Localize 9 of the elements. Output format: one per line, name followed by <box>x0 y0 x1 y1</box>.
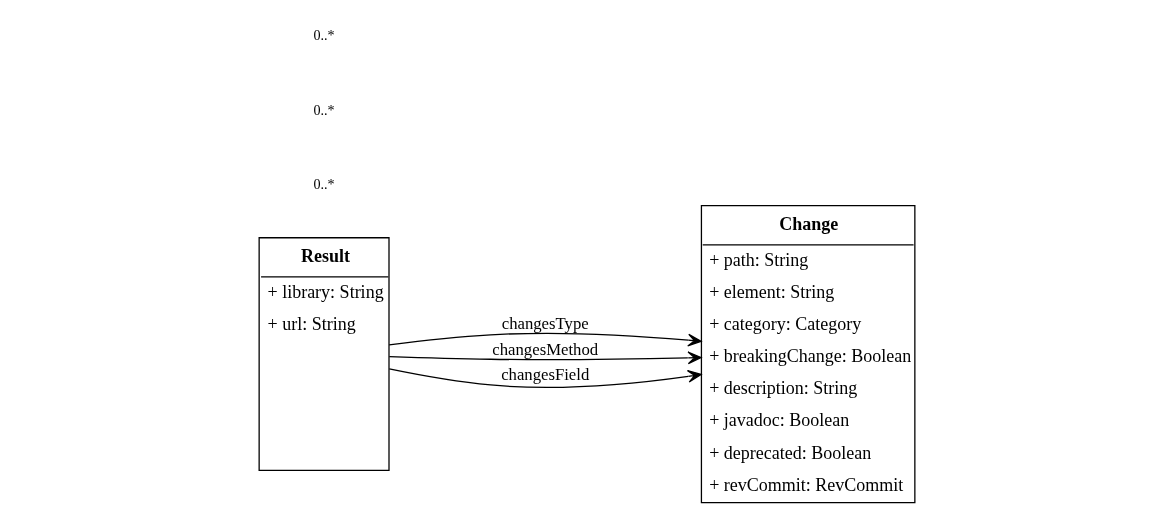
arrow <box>388 351 702 365</box>
arrow <box>388 332 702 347</box>
edge-label: changesType <box>501 313 589 333</box>
arrow <box>388 368 702 388</box>
edge-label: changesField <box>500 365 589 385</box>
label: 0..* <box>312 27 335 44</box>
label: 0..* <box>312 176 335 193</box>
label: 0..* <box>312 101 335 118</box>
edge-label: changesMethod <box>491 339 598 359</box>
